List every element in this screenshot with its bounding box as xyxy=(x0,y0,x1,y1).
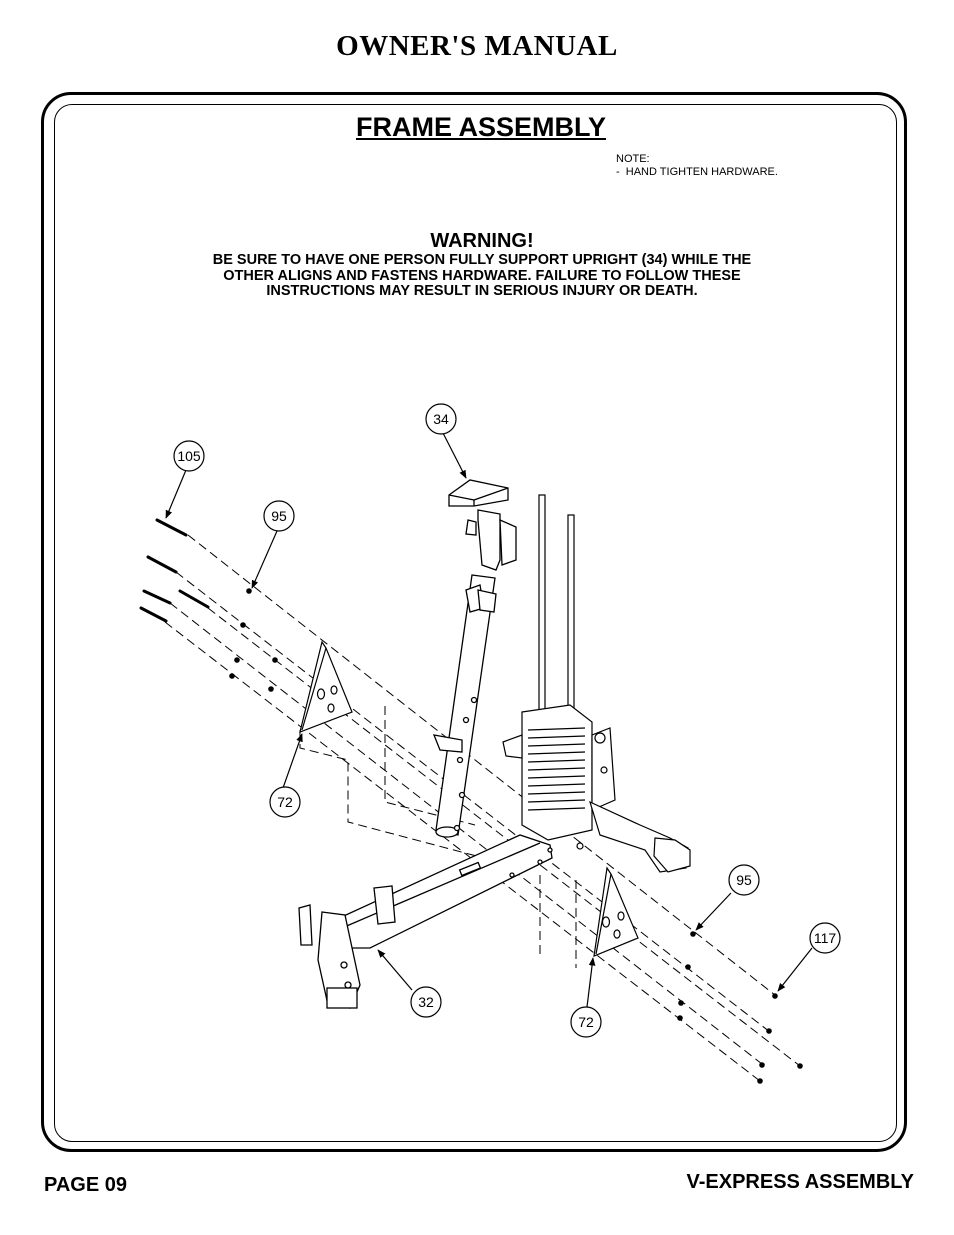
guide-rods xyxy=(538,494,575,726)
callout-32-label: 32 xyxy=(418,994,434,1010)
warning-text: BE SURE TO HAVE ONE PERSON FULLY SUPPORT… xyxy=(0,252,954,300)
note-line: - HAND TIGHTEN HARDWARE. xyxy=(616,166,778,178)
leader-arrows xyxy=(165,432,813,1008)
section-title: FRAME ASSEMBLY xyxy=(355,112,607,142)
warning-title: WARNING! xyxy=(430,230,534,252)
warning-line-3: INSTRUCTIONS MAY RESULT IN SERIOUS INJUR… xyxy=(266,283,698,299)
callout-72-right: 72 xyxy=(570,1006,602,1038)
seat-pad xyxy=(589,800,691,873)
callout-105-label: 105 xyxy=(177,448,201,464)
callout-105: 105 xyxy=(173,440,205,472)
bolts-left xyxy=(139,518,210,623)
callout-117-label: 117 xyxy=(814,930,837,946)
callout-34-label: 34 xyxy=(433,411,449,427)
callout-32: 32 xyxy=(410,986,442,1018)
callout-72-right-label: 72 xyxy=(578,1014,594,1030)
callout-95-right-label: 95 xyxy=(736,872,752,888)
callout-95-left: 95 xyxy=(263,500,295,532)
assembly-note: NOTE: - HAND TIGHTEN HARDWARE. xyxy=(616,153,778,179)
callout-34: 34 xyxy=(425,403,457,435)
callout-95-right: 95 xyxy=(728,864,760,896)
note-label: NOTE: xyxy=(616,153,650,165)
callout-72-left-label: 72 xyxy=(277,794,293,810)
page-number: PAGE 09 xyxy=(44,1174,127,1196)
warning-line-2: OTHER ALIGNS AND FASTENS HARDWARE. FAILU… xyxy=(223,267,741,284)
callout-72-left: 72 xyxy=(269,786,301,818)
bracket-left xyxy=(299,640,353,733)
washers xyxy=(229,588,803,1084)
warning-line-1: BE SURE TO HAVE ONE PERSON FULLY SUPPORT… xyxy=(212,252,752,268)
manual-title: OWNER'S MANUAL xyxy=(336,30,618,62)
callout-95-left-label: 95 xyxy=(271,508,287,524)
assembly-name: V-EXPRESS ASSEMBLY xyxy=(686,1171,914,1193)
bracket-right xyxy=(593,866,639,957)
callout-117: 117 xyxy=(809,922,841,954)
outer-frame xyxy=(41,92,907,1152)
upright xyxy=(432,479,517,838)
inner-frame xyxy=(54,104,897,1142)
base-frame xyxy=(298,834,553,1009)
weight-stack xyxy=(502,704,616,850)
